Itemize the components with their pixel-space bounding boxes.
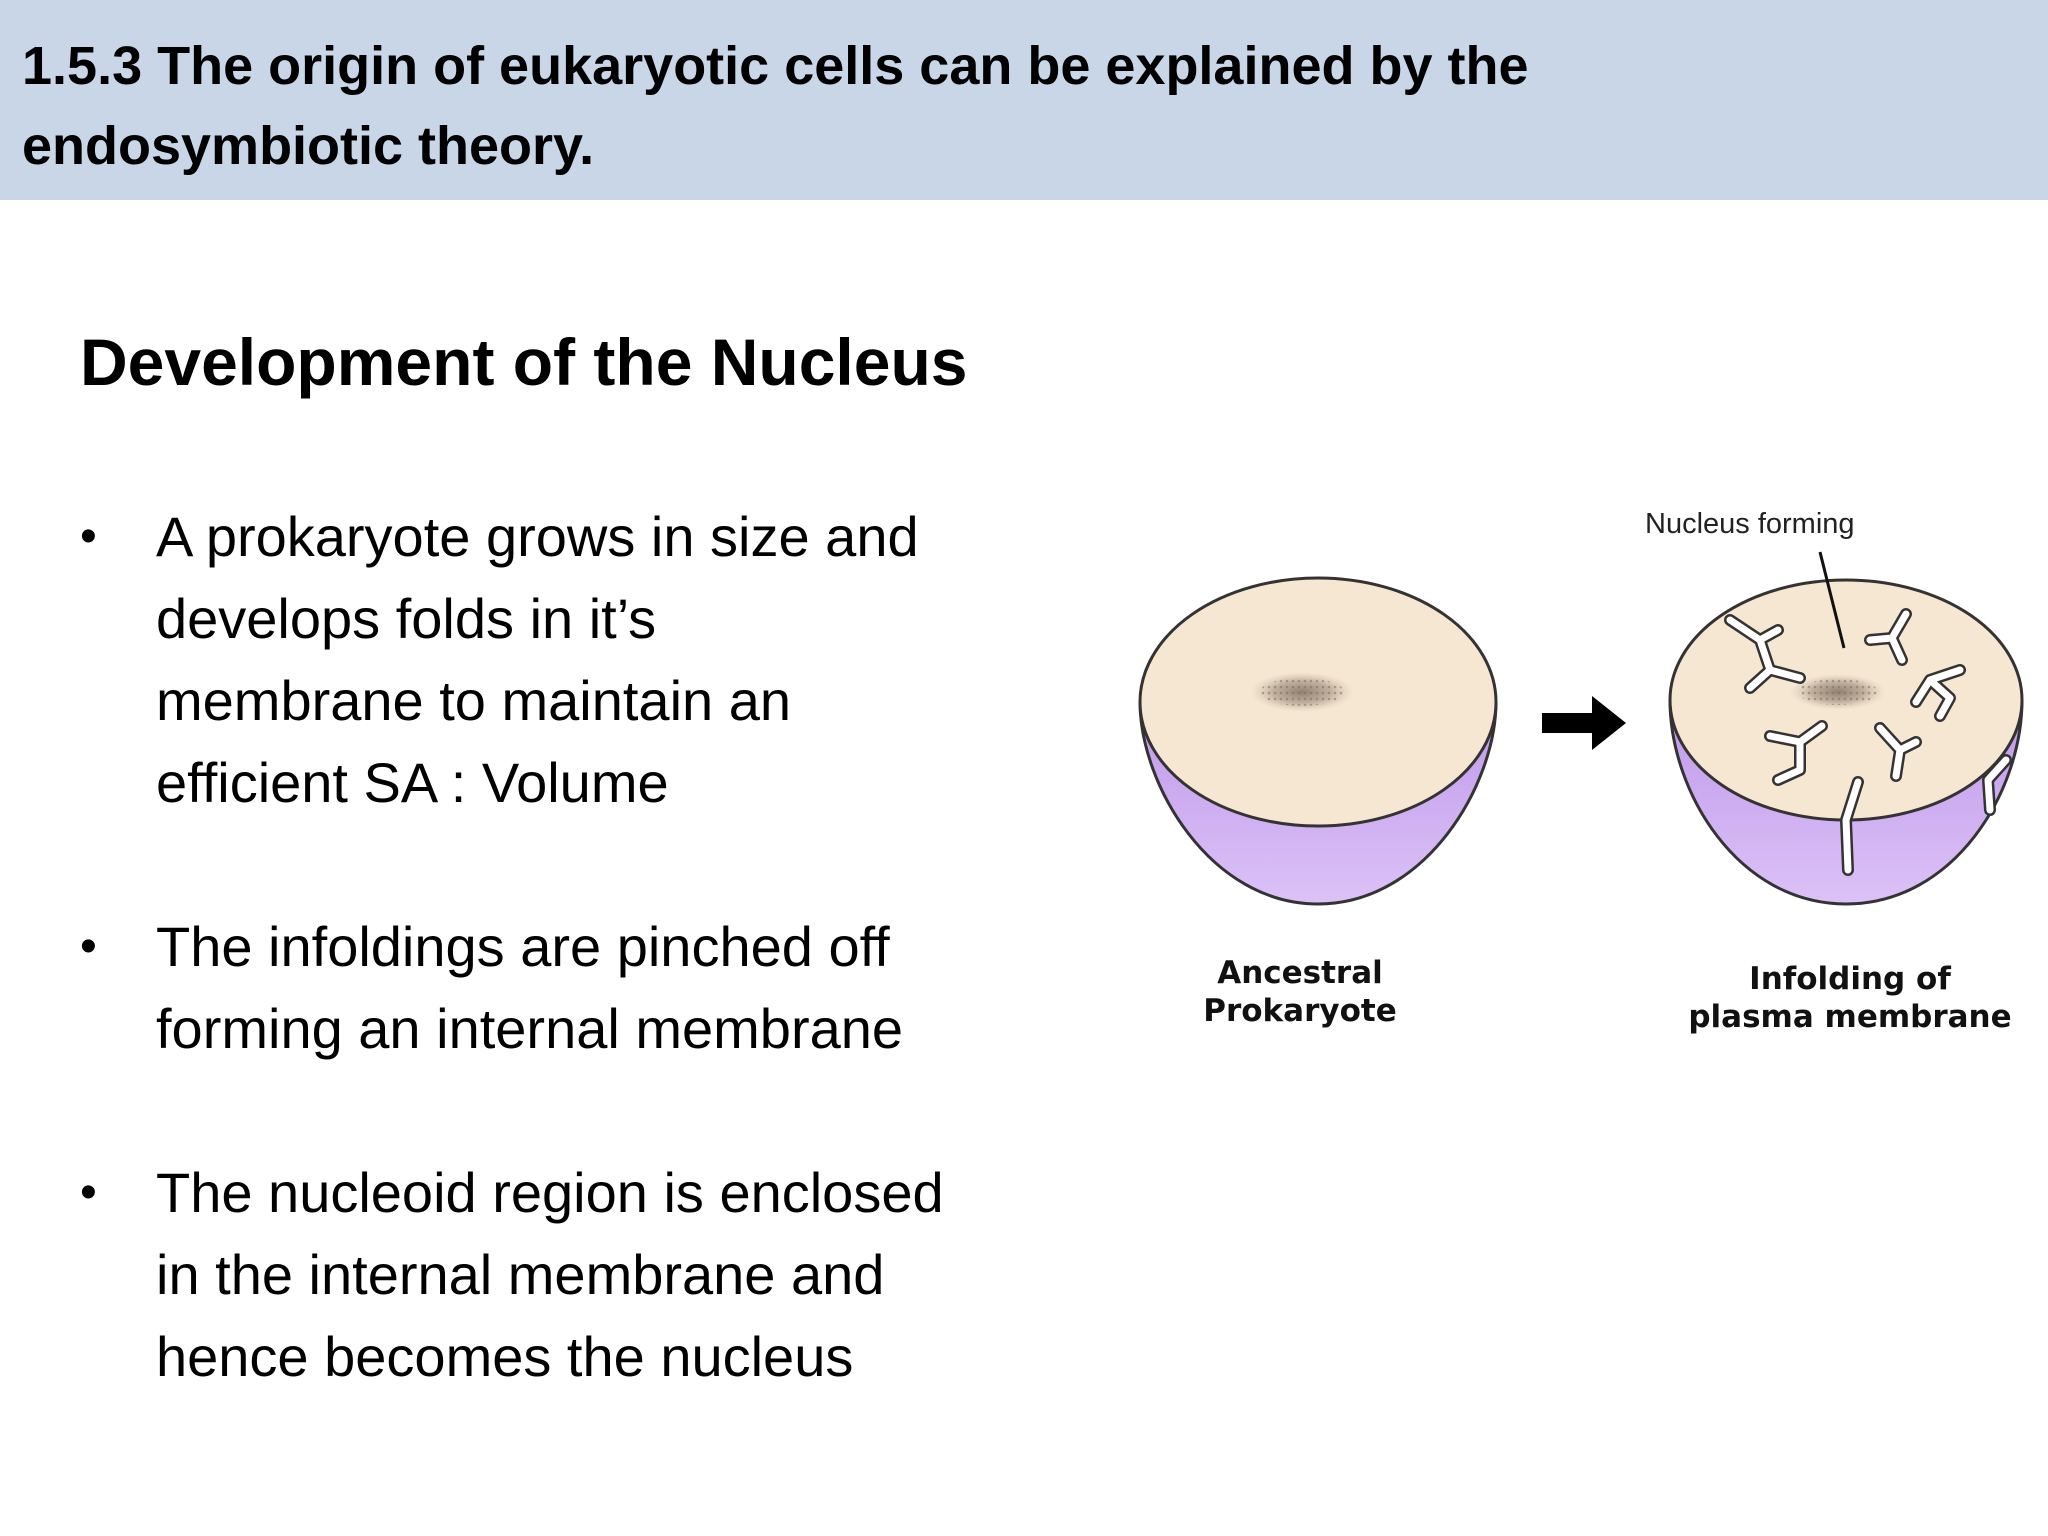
ancestral-prokaryote-label: Ancestral Prokaryote bbox=[1175, 954, 1425, 1030]
nucleoid-dots bbox=[1260, 678, 1344, 706]
bullet-line: hence becomes the nucleus bbox=[156, 1325, 854, 1388]
bullet-line: efficient SA : Volume bbox=[156, 751, 669, 814]
nucleus-forming-label: Nucleus forming bbox=[1645, 508, 1855, 540]
bullet-dot: • bbox=[80, 1166, 97, 1219]
nucleus-development-diagram: Nucleus forming Ancestral Prokaryote Inf… bbox=[1110, 480, 2048, 1080]
bullet-line: develops folds in it’s bbox=[156, 587, 657, 650]
bullet-dot: • bbox=[80, 510, 97, 563]
infolding-label-line-2: plasma membrane bbox=[1688, 999, 2012, 1035]
infolding-label-line-1: Infolding of bbox=[1749, 961, 1951, 997]
slide-title-line-2: endosymbiotic theory. bbox=[22, 116, 595, 176]
ancestral-label-line-2: Prokaryote bbox=[1203, 993, 1397, 1029]
bullet-item: • The infoldings are pinched off forming… bbox=[80, 906, 903, 1070]
ancestral-label-line-1: Ancestral bbox=[1217, 955, 1383, 991]
section-heading: Development of the Nucleus bbox=[80, 325, 968, 399]
right-arrow-icon bbox=[1542, 696, 1626, 750]
nucleoid-dots bbox=[1798, 679, 1878, 705]
infolding-label: Infolding of plasma membrane bbox=[1670, 960, 2030, 1036]
slide-title: 1.5.3 The origin of eukaryotic cells can… bbox=[22, 26, 2028, 186]
bullet-line: in the internal membrane and bbox=[156, 1243, 885, 1306]
bullet-item: • A prokaryote grows in size and develop… bbox=[80, 496, 919, 824]
bullet-line: The nucleoid region is enclosed bbox=[156, 1161, 944, 1224]
bullet-line: A prokaryote grows in size and bbox=[156, 505, 919, 568]
bullet-item: • The nucleoid region is enclosed in the… bbox=[80, 1152, 944, 1398]
bullet-dot: • bbox=[80, 920, 97, 973]
infolding-cell bbox=[1668, 551, 2024, 906]
bullet-line: forming an internal membrane bbox=[156, 997, 904, 1060]
nucleus-forming-pointer bbox=[1818, 551, 1846, 649]
bullet-line: membrane to maintain an bbox=[156, 669, 792, 732]
slide-title-line-1: 1.5.3 The origin of eukaryotic cells can… bbox=[22, 36, 1529, 96]
title-bar: 1.5.3 The origin of eukaryotic cells can… bbox=[0, 0, 2048, 200]
diagram-graphic bbox=[1138, 551, 2024, 906]
bullet-line: The infoldings are pinched off bbox=[156, 915, 890, 978]
ancestral-prokaryote-cell bbox=[1138, 576, 1498, 906]
